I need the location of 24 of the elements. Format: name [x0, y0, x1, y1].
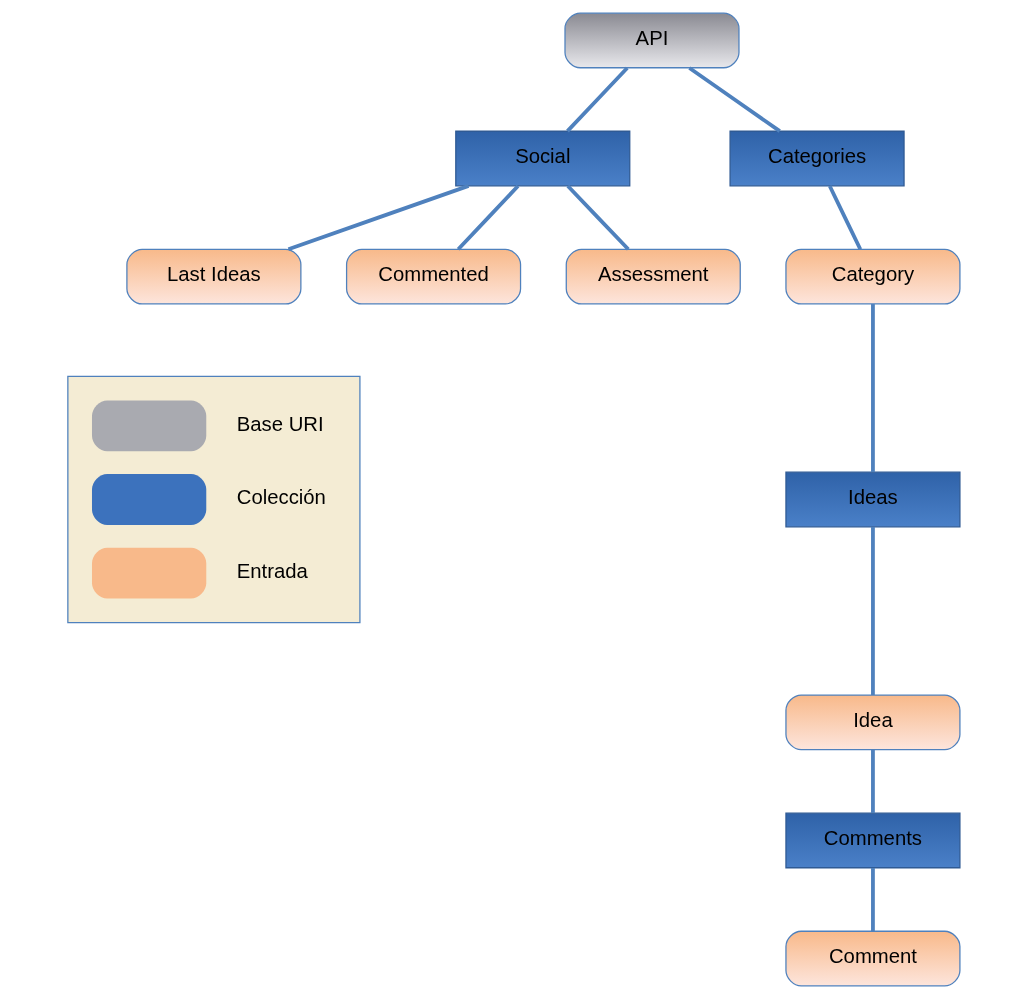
node-box: Social: [454, 130, 630, 187]
legend-label: Base URI: [236, 412, 324, 435]
connector: [287, 184, 469, 251]
node-box: API: [563, 12, 740, 69]
connector: [565, 66, 629, 133]
node-box: Commented: [345, 248, 521, 305]
legend-label: Colección: [236, 486, 326, 509]
node-box: Category: [784, 248, 961, 305]
legend-label: Entrada: [236, 559, 308, 582]
connector: [687, 66, 781, 133]
node-box: Assessment: [565, 248, 741, 305]
node-box: Comment: [784, 930, 961, 987]
connector: [827, 185, 862, 251]
connector: [870, 304, 875, 473]
node-box: Idea: [784, 694, 961, 751]
connector: [870, 867, 875, 932]
node-box: Ideas: [784, 471, 961, 528]
connector: [456, 184, 519, 251]
node-box: Comments: [784, 812, 961, 869]
connector: [870, 526, 875, 695]
node-box: Categories: [728, 130, 905, 187]
connector: [565, 184, 630, 251]
connector: [870, 749, 875, 814]
node-box: Last Ideas: [125, 248, 301, 305]
